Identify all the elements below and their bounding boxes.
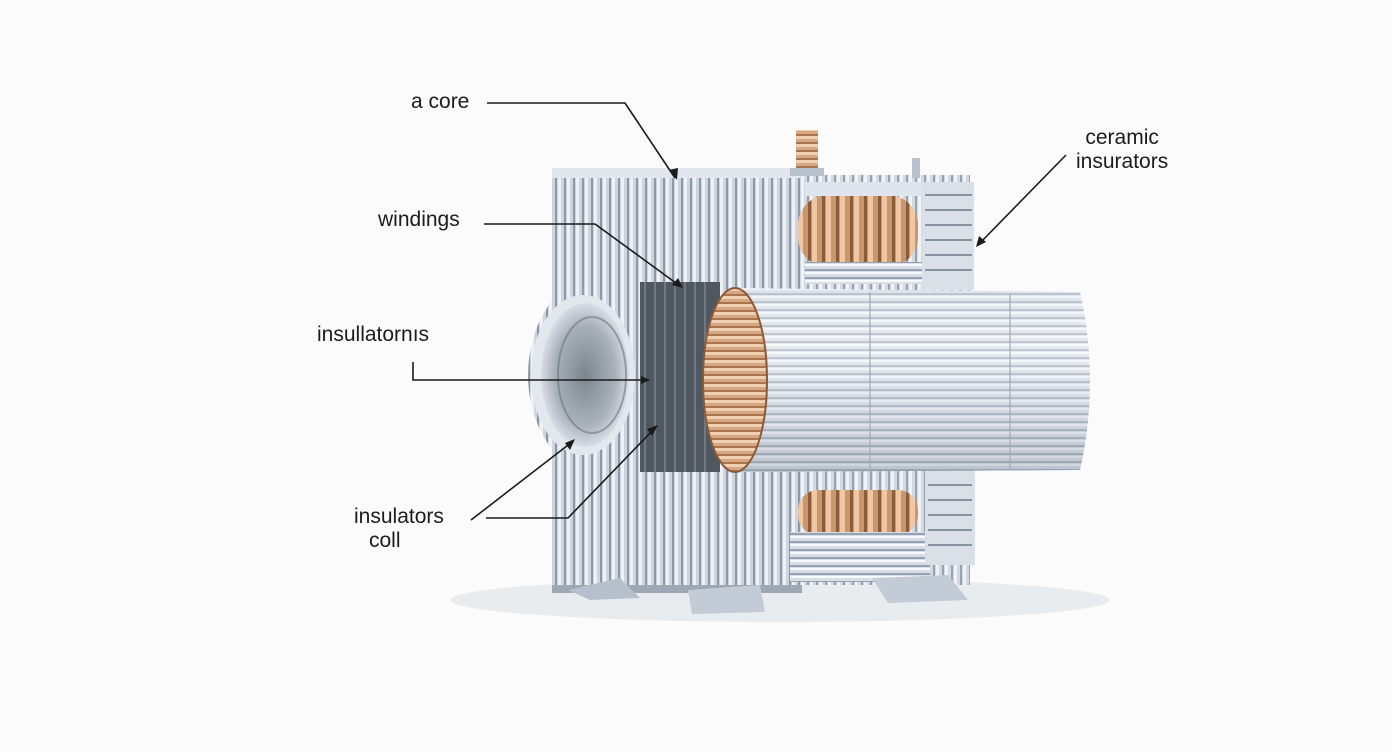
label-ceramic-line1: ceramic bbox=[1085, 126, 1159, 149]
upper-copper-coil bbox=[798, 195, 918, 267]
top-terminal bbox=[796, 130, 818, 172]
leader-core bbox=[487, 102, 676, 179]
leader-insulators-a bbox=[470, 441, 573, 521]
leader-insulators-b bbox=[486, 427, 656, 519]
label-insulatorms: insullatornıs bbox=[317, 323, 430, 346]
foot-center bbox=[688, 585, 765, 614]
copper-coil-face bbox=[703, 288, 767, 472]
leader-ceramic bbox=[979, 154, 1067, 244]
leader-windings bbox=[484, 223, 681, 287]
leader-insulatorms bbox=[412, 362, 647, 381]
label-windings: windings bbox=[378, 208, 460, 231]
label-coll-line2: coll bbox=[369, 529, 401, 552]
ceramic-insulator-stack bbox=[922, 182, 974, 290]
lower-copper-coil bbox=[798, 490, 918, 535]
label-a-core: a core bbox=[411, 90, 470, 113]
foot-left bbox=[568, 578, 640, 600]
label-ceramic-line2: insurators bbox=[1076, 150, 1169, 173]
leader-lines bbox=[412, 102, 1067, 521]
foot-right bbox=[872, 575, 968, 603]
label-insulators-coll: insulators coll bbox=[354, 505, 444, 553]
label-insulators-line1: insulators bbox=[354, 505, 444, 528]
label-ceramic-insurators: ceramic insurators bbox=[1076, 126, 1168, 174]
bore bbox=[541, 303, 629, 447]
